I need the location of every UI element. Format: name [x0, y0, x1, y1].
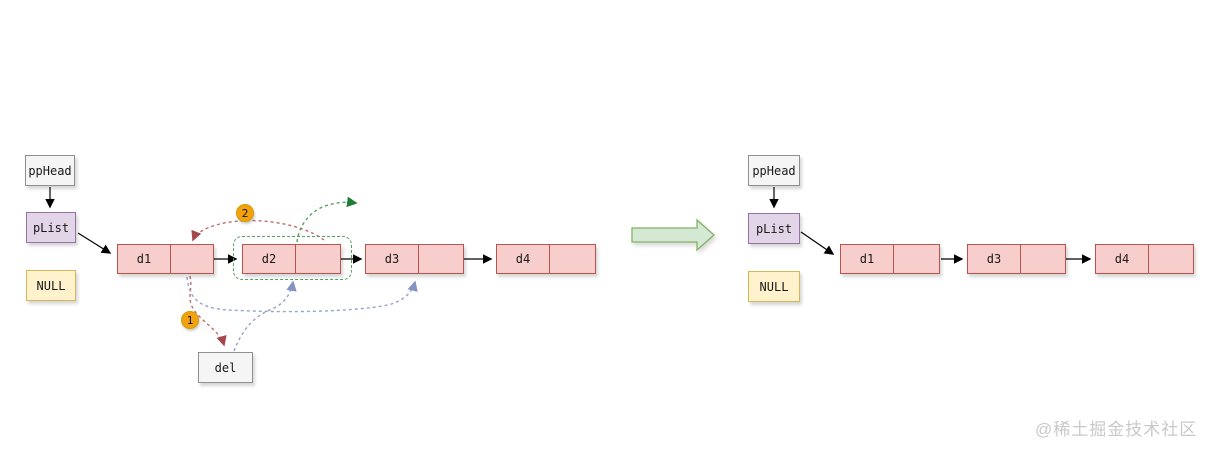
node-to-delete-highlight: [233, 236, 352, 280]
node-data-cell: d2: [261, 252, 277, 266]
node-pointer-cell: [893, 245, 939, 273]
node-pointer-cell: [549, 245, 595, 273]
null-box: NULL: [26, 270, 76, 301]
result-node-d4: d4: [1095, 244, 1194, 274]
curve-step1-d1next-to-del: [189, 275, 227, 347]
pphead-box-right: ppHead: [748, 155, 800, 186]
step-1-number: 1: [186, 313, 194, 327]
list-node-d2: d2: [242, 244, 341, 274]
list-node-d1: d1: [117, 244, 214, 274]
null-label: NULL: [759, 279, 789, 294]
null-label: NULL: [36, 278, 66, 293]
transform-arrow: [631, 218, 715, 252]
step-2-number: 2: [241, 206, 249, 220]
node-pointer-cell: [418, 245, 463, 273]
list-node-d4: d4: [496, 244, 596, 274]
result-node-d3: d3: [967, 244, 1066, 274]
plist-label: pList: [32, 220, 70, 235]
node-data-cell: d3: [384, 252, 400, 266]
node-pointer-cell: [295, 245, 340, 273]
watermark: @稀土掘金技术社区: [1035, 420, 1198, 439]
pphead-box: ppHead: [25, 155, 75, 186]
pphead-label: ppHead: [752, 163, 796, 178]
plist-box: pList: [26, 212, 76, 243]
node-pointer-cell: [1020, 245, 1065, 273]
del-label: del: [214, 360, 237, 375]
node-data-cell: d1: [136, 252, 152, 266]
pphead-label: ppHead: [28, 163, 72, 178]
node-pointer-cell: [1148, 245, 1193, 273]
curve-del-points-to-d2: [233, 280, 297, 352]
node-pointer-cell: [170, 245, 213, 273]
node-data-cell: d3: [986, 252, 1002, 266]
step-1-badge: 1: [181, 311, 199, 329]
plist-label: pList: [755, 221, 793, 236]
step-2-badge: 2: [236, 204, 254, 222]
curve-d1-points-to-d3: [186, 276, 418, 313]
node-data-cell: d1: [859, 252, 875, 266]
plist-box-right: pList: [748, 213, 800, 244]
arrow-plist-to-d1-right: [800, 231, 835, 255]
node-data-cell: d4: [515, 252, 531, 266]
null-box-right: NULL: [748, 271, 800, 302]
list-node-d3: d3: [365, 244, 464, 274]
del-box: del: [198, 352, 253, 383]
node-data-cell: d4: [1114, 252, 1130, 266]
arrow-plist-to-d1: [77, 232, 112, 254]
result-node-d1: d1: [840, 244, 940, 274]
